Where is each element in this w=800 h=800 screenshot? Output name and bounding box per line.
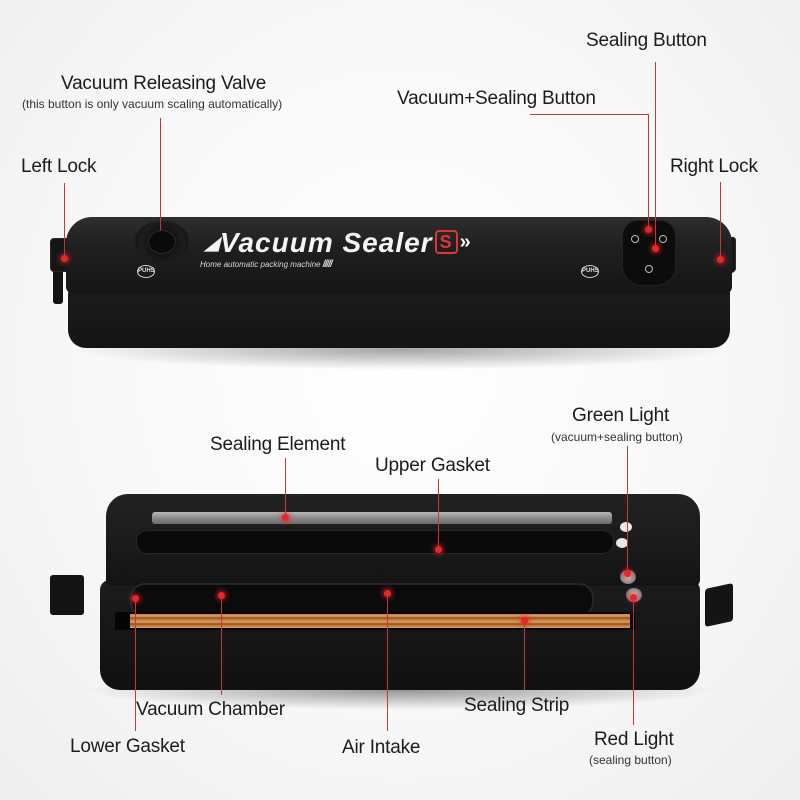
pointer-line: [633, 598, 634, 725]
label-sealing-button: Sealing Button: [586, 30, 707, 51]
note-green-light: (vacuum+sealing button): [551, 430, 683, 444]
pointer-line: [655, 62, 656, 248]
label-left-lock: Left Lock: [21, 156, 97, 177]
pointer-dot: [384, 590, 391, 597]
lid-knob: [620, 522, 632, 532]
top-device-base: [68, 290, 730, 348]
pointer-dot: [61, 255, 68, 262]
label-green-light: Green Light: [572, 405, 670, 426]
note-vacuum-releasing-valve: (this button is only vacuum scaling auto…: [22, 97, 283, 111]
pointer-line: [160, 118, 161, 230]
pointer-dot: [652, 245, 659, 252]
pointer-line: [221, 595, 222, 695]
pointer-line: [627, 446, 628, 574]
sealing-element: [152, 512, 612, 524]
pointer-dot: [521, 617, 528, 624]
tagline-text: Home automatic packing machine: [200, 260, 321, 269]
left-lock-hinge: [53, 268, 63, 304]
label-lower-gasket: Lower Gasket: [70, 736, 185, 757]
sealing-strip: [130, 614, 630, 628]
pointer-line: [285, 458, 286, 518]
label-right-lock: Right Lock: [670, 156, 758, 177]
chevron-right-icon: »: [459, 231, 472, 253]
label-red-light: Red Light: [594, 729, 674, 750]
pointer-dot: [435, 546, 442, 553]
label-sealing-element: Sealing Element: [210, 434, 346, 455]
label-vacuum-chamber: Vacuum Chamber: [136, 699, 285, 720]
pointer-line: [530, 114, 649, 115]
pointer-line: [135, 598, 136, 731]
tagline: Home automatic packing machine /////: [200, 259, 333, 270]
pointer-dot: [218, 592, 225, 599]
pointer-dot: [630, 594, 637, 601]
label-upper-gasket: Upper Gasket: [375, 455, 490, 476]
bottom-left-lock[interactable]: [50, 575, 84, 615]
pointer-dot: [282, 514, 289, 521]
tagline-slashes: /////: [322, 259, 333, 270]
label-sealing-strip: Sealing Strip: [464, 695, 570, 716]
pointer-line: [438, 479, 439, 549]
label-vacuum-sealing-button: Vacuum+Sealing Button: [397, 88, 596, 109]
pointer-dot: [645, 226, 652, 233]
pointer-line: [720, 182, 721, 258]
pointer-line: [524, 620, 525, 690]
panel-indicator-icon: [659, 235, 667, 243]
push-right-icon[interactable]: PUHS: [581, 265, 599, 278]
upper-gasket: [136, 530, 614, 554]
pointer-dot: [132, 595, 139, 602]
pointer-dot: [624, 570, 631, 577]
panel-indicator-icon: [631, 235, 639, 243]
label-vacuum-releasing-valve: Vacuum Releasing Valve: [61, 73, 267, 94]
lower-gasket: [130, 583, 594, 617]
brand-badge: S: [434, 230, 458, 254]
push-left-icon[interactable]: PUHS: [137, 265, 155, 278]
pointer-line: [648, 114, 649, 229]
brand-text: Vacuum Sealer: [219, 227, 433, 258]
valve-center-icon: [148, 230, 176, 254]
lid-knob: [616, 538, 628, 548]
panel-indicator-icon: [645, 265, 653, 273]
note-red-light: (sealing button): [589, 753, 672, 767]
pointer-line: [64, 183, 65, 258]
bottom-right-lock[interactable]: [705, 583, 733, 627]
label-air-intake: Air Intake: [342, 737, 421, 758]
brand-triangle-icon: ◢: [205, 233, 220, 253]
pointer-line: [387, 595, 388, 731]
pointer-dot: [717, 256, 724, 263]
